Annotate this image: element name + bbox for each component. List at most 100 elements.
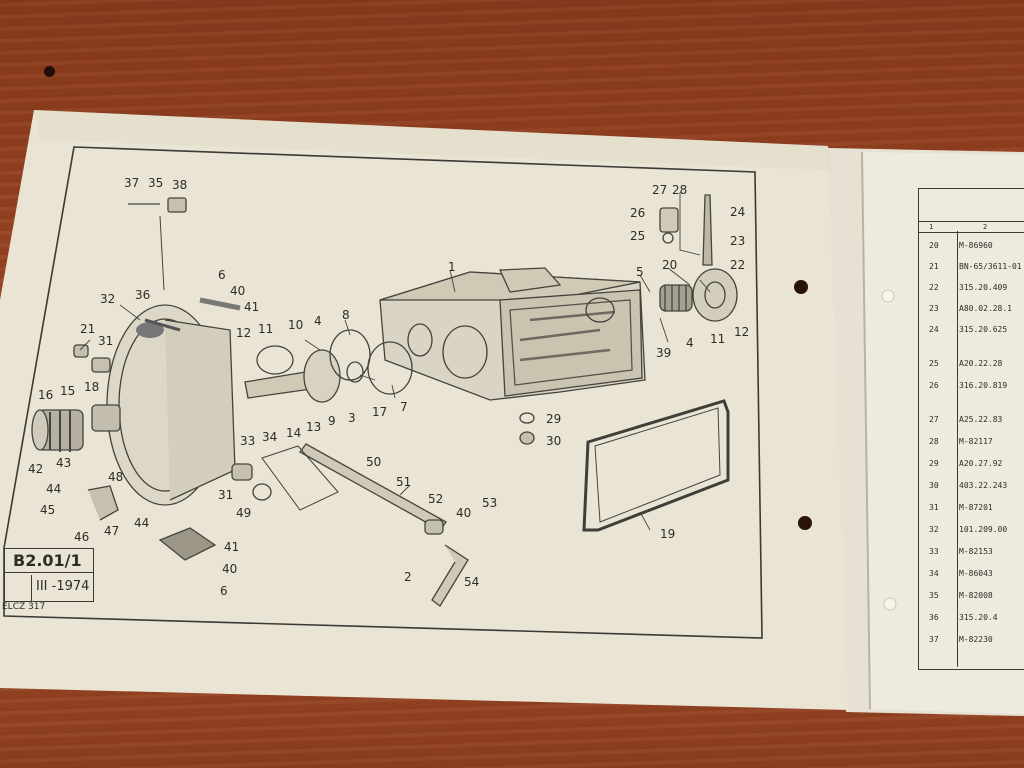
page-code: B2.01/1 (5, 549, 93, 573)
callout-13: 13 (306, 420, 322, 434)
callout-52: 52 (428, 492, 444, 506)
callout-23: 23 (730, 234, 746, 248)
callout-34: 34 (262, 430, 278, 444)
callout-53: 53 (482, 496, 498, 510)
row-pos: 25 (929, 359, 939, 368)
row-pos: 29 (929, 459, 939, 468)
callout-9: 9 (328, 414, 336, 428)
callout-22: 22 (730, 258, 746, 272)
callout-25: 25 (630, 229, 646, 243)
callout-15: 15 (60, 384, 76, 398)
row-part-number: M-82008 (959, 591, 993, 600)
page-date: III -1974 (31, 575, 93, 601)
rear-cover-part (659, 268, 738, 322)
callout-29: 29 (546, 412, 562, 426)
gearbox-housing-part (379, 267, 646, 401)
callout-14: 14 (286, 426, 302, 440)
callout-54: 54 (464, 575, 480, 589)
callout-20: 20 (662, 258, 678, 272)
right-page (828, 148, 1024, 716)
callout-40b: 40 (456, 506, 472, 520)
row-pos: 32 (929, 525, 939, 534)
callout-21: 21 (80, 322, 96, 336)
row-pos: 20 (929, 241, 939, 250)
callout-31: 31 (98, 334, 114, 348)
exploded-drawing (31, 194, 738, 607)
row-pos: 36 (929, 613, 939, 622)
callout-28: 28 (672, 183, 688, 197)
row-part-number: M-87201 (959, 503, 993, 512)
callout-38: 38 (172, 178, 188, 192)
row-part-number: A20.27.92 (959, 459, 1003, 468)
header-col-1: 1 (929, 223, 934, 231)
callout-45: 45 (40, 503, 56, 517)
nut-29 (519, 412, 535, 424)
callout-2: 2 (404, 570, 412, 584)
ring-49 (252, 483, 272, 501)
oil-pan-gasket-19 (582, 399, 730, 532)
row-part-number: 315.20.625 (959, 325, 1008, 334)
callout-7: 7 (400, 400, 408, 414)
fork-47 (87, 485, 119, 521)
callout-40c: 40 (222, 562, 238, 576)
callout-16: 16 (38, 388, 54, 402)
seal-17 (346, 361, 364, 383)
bell-housing-part (106, 304, 236, 506)
row-pos: 33 (929, 547, 939, 556)
callout-46: 46 (74, 530, 90, 544)
callout-43: 43 (56, 456, 72, 470)
row-part-number: A25.22.83 (959, 415, 1003, 424)
row-part-number: 316.20.819 (959, 381, 1008, 390)
callout-41: 41 (244, 300, 260, 314)
callout-12b: 12 (734, 325, 750, 339)
callout-31b: 31 (218, 488, 234, 502)
row-part-number: A20.22.28 (959, 359, 1003, 368)
row-pos: 31 (929, 503, 939, 512)
callout-32: 32 (100, 292, 116, 306)
row-part-number: M-86043 (959, 569, 993, 578)
callout-24: 24 (730, 205, 746, 219)
callout-18: 18 (84, 380, 100, 394)
row-pos: 34 (929, 569, 939, 578)
callout-4b: 4 (686, 336, 694, 350)
bush-31b (231, 463, 253, 481)
row-pos: 21 (929, 262, 939, 271)
callout-44b: 44 (134, 516, 150, 530)
row-part-number: BN-65/3611-01 (959, 262, 1022, 271)
row-pos: 24 (929, 325, 939, 334)
bracket-38 (167, 197, 187, 213)
callout-6b: 6 (220, 584, 228, 598)
callout-37: 37 (124, 176, 140, 190)
callout-50: 50 (366, 455, 382, 469)
row-pos: 27 (929, 415, 939, 424)
row-part-number: 101.209.00 (959, 525, 1008, 534)
callout-51: 51 (396, 475, 412, 489)
callout-11: 11 (258, 322, 274, 336)
callout-41b: 41 (224, 540, 240, 554)
row-part-number: M-82117 (959, 437, 993, 446)
bush-21 (73, 344, 89, 358)
callout-19: 19 (660, 527, 676, 541)
row-pos: 35 (929, 591, 939, 600)
inspection-plate-41 (158, 527, 217, 561)
callout-4: 4 (314, 314, 322, 328)
shading-zone (261, 445, 339, 511)
bush-31 (91, 357, 111, 373)
row-part-number: 315.20.4 (959, 613, 998, 622)
row-pos: 37 (929, 635, 939, 644)
callout-6: 6 (218, 268, 226, 282)
row-pos: 28 (929, 437, 939, 446)
row-part-number: M-82153 (959, 547, 993, 556)
left-page (0, 110, 848, 710)
clutch-part (31, 404, 121, 452)
footer-code: ELCZ 317 (2, 602, 46, 612)
callout-35: 35 (148, 176, 164, 190)
row-part-number: A80.02.28.1 (959, 304, 1012, 313)
bush-52 (424, 519, 444, 535)
callout-12: 12 (236, 326, 252, 340)
page-stamp-box: B2.01/1 III -1974 (4, 548, 94, 602)
callout-42: 42 (28, 462, 44, 476)
